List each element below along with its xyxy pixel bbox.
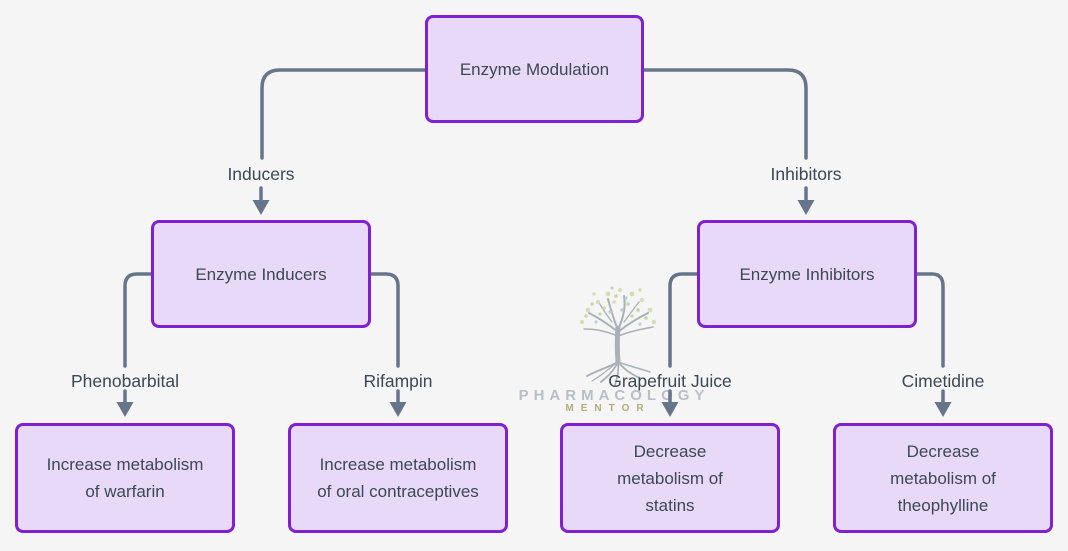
arrow-phenobarbital-head	[116, 402, 134, 417]
arrow-inducers-head	[252, 200, 270, 215]
node-enzyme-inducers: Enzyme Inducers	[151, 220, 371, 328]
arrow-grapefruit-head	[661, 402, 679, 417]
edge-root-to-inducers	[260, 68, 427, 160]
node-increase-metabolism-warfarin: Increase metabolism of warfarin	[15, 423, 235, 533]
edge-label-rifampin: Rifampin	[363, 371, 433, 391]
watermark-brand-text: PHARMACOLOGY	[518, 387, 710, 404]
arrow-rifampin-head	[389, 402, 407, 417]
node-decrease-metabolism-theophylline: Decrease metabolism of theophylline	[833, 423, 1053, 533]
node-enzyme-inhibitors: Enzyme Inhibitors	[697, 220, 917, 328]
node-decrease-metabolism-statins: Decrease metabolism of statins	[560, 423, 780, 533]
edge-label-inhibitors: Inhibitors	[770, 164, 842, 184]
edge-inhibitors-to-grapefruit	[668, 272, 699, 368]
edge-label-grapefruit-juice: Grapefruit Juice	[608, 371, 732, 391]
edge-label-cimetidine: Cimetidine	[901, 371, 985, 391]
arrow-cimetidine-head	[934, 402, 952, 417]
arrow-inhibitors-head	[797, 200, 815, 215]
tree-logo	[579, 286, 657, 386]
edge-label-phenobarbital: Phenobarbital	[71, 371, 179, 391]
edge-inducers-to-phenobarbital	[123, 272, 154, 368]
edge-inducers-to-rifampin	[369, 272, 400, 368]
edge-root-to-inhibitors	[642, 68, 808, 160]
node-increase-metabolism-oral-contraceptives: Increase metabolism of oral contraceptiv…	[288, 423, 508, 533]
edge-label-inducers: Inducers	[227, 164, 295, 184]
watermark-sub-text: MENTOR	[565, 403, 651, 414]
edge-inhibitors-to-cimetidine	[915, 272, 945, 368]
node-enzyme-modulation: Enzyme Modulation	[425, 15, 644, 123]
